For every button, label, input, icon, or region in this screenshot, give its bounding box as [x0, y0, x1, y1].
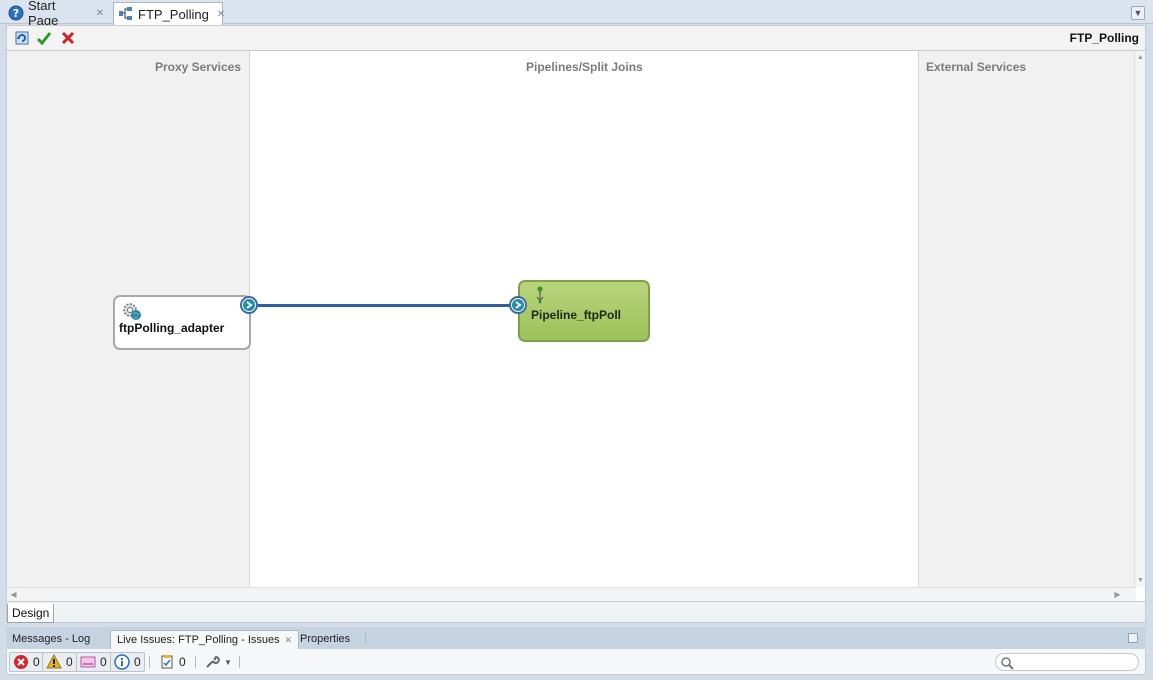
- info-filter-button[interactable]: 0: [110, 652, 145, 672]
- tab-label: Start Page: [28, 0, 59, 28]
- info-count: 0: [134, 655, 141, 669]
- composite-icon: [118, 6, 134, 22]
- editor-tab-strip: ? Start Page ✕ FTP_Polling ✕ ▼: [0, 0, 1153, 28]
- incomplete-filter-button[interactable]: 0: [76, 652, 111, 672]
- wire-connector[interactable]: [250, 304, 518, 307]
- issues-toolbar: 0 0 0 0 0 ▼: [6, 649, 1146, 675]
- scroll-right-icon[interactable]: ▶: [1114, 590, 1121, 599]
- pipeline-node-label: Pipeline_ftpPoll: [531, 308, 622, 322]
- help-icon: ?: [8, 5, 24, 21]
- composite-title: FTP_Polling: [1069, 31, 1139, 45]
- wrench-dropdown-button[interactable]: ▼: [200, 652, 236, 672]
- error-count: 0: [33, 655, 40, 669]
- close-icon[interactable]: ✕: [284, 635, 293, 645]
- dock-tab-strip: Messages - Log Live Issues: FTP_Polling …: [6, 627, 1146, 649]
- gear-globe-icon: [121, 301, 143, 321]
- scroll-down-icon[interactable]: ▼: [1137, 577, 1144, 584]
- toolbar-separator: [149, 656, 150, 668]
- tab-label: FTP_Polling: [138, 6, 209, 22]
- svg-text:?: ?: [13, 7, 19, 20]
- task-icon: [159, 654, 175, 670]
- refresh-icon[interactable]: [13, 29, 31, 47]
- tab-label: Properties: [300, 633, 351, 645]
- error-icon: [13, 654, 29, 670]
- external-services-lane: External Services: [918, 51, 1136, 587]
- info-icon: [114, 654, 130, 670]
- incomplete-icon: [80, 654, 96, 670]
- tab-properties[interactable]: Properties: [294, 630, 356, 649]
- toolbar-separator: [239, 656, 240, 668]
- tab-messages-log[interactable]: Messages - Log: [6, 630, 96, 649]
- lane-title-external: External Services: [926, 60, 1027, 74]
- tab-label: Messages - Log: [12, 633, 91, 645]
- editor-toolbar: FTP_Polling: [6, 25, 1146, 51]
- composite-canvas[interactable]: Proxy Services Pipelines/Split Joins Ext…: [6, 51, 1146, 601]
- validate-check-icon[interactable]: [35, 29, 53, 47]
- close-icon[interactable]: ✕: [216, 8, 226, 20]
- horizontal-scrollbar[interactable]: ◀ ▶: [7, 587, 1136, 601]
- wrench-icon: [204, 654, 220, 670]
- task-count: 0: [179, 655, 186, 669]
- lane-title-pipelines: Pipelines/Split Joins: [526, 60, 643, 74]
- pipeline-node[interactable]: Pipeline_ftpPoll: [518, 280, 650, 342]
- tab-design[interactable]: Design: [7, 604, 55, 623]
- chevron-down-icon[interactable]: ▼: [1131, 6, 1145, 20]
- editor-view-tabs: Design: [6, 601, 1146, 623]
- issues-search-input[interactable]: [995, 653, 1139, 671]
- tab-ftp-polling[interactable]: FTP_Polling ✕: [113, 2, 226, 25]
- error-filter-button[interactable]: 0: [9, 652, 44, 672]
- tab-label: Live Issues: FTP_Polling - Issues: [117, 634, 280, 646]
- pipeline-icon: [534, 286, 546, 304]
- incomplete-count: 0: [100, 655, 107, 669]
- tab-start-page[interactable]: ? Start Page ✕: [4, 0, 110, 28]
- delete-x-icon[interactable]: [59, 29, 77, 47]
- scroll-left-icon[interactable]: ◀: [10, 590, 17, 599]
- warning-filter-button[interactable]: 0: [42, 652, 77, 672]
- scroll-up-icon[interactable]: ▲: [1137, 54, 1144, 61]
- tab-live-issues[interactable]: Live Issues: FTP_Polling - Issues ✕: [110, 630, 300, 649]
- warning-icon: [46, 654, 62, 670]
- task-filter-button[interactable]: 0: [155, 652, 190, 672]
- proxy-service-node[interactable]: ftpPolling_adapter: [113, 295, 251, 350]
- proxy-node-label: ftpPolling_adapter: [119, 321, 225, 335]
- pipeline-input-port-icon[interactable]: [509, 296, 527, 314]
- vertical-scrollbar[interactable]: ▲ ▼: [1134, 51, 1145, 587]
- search-icon: [1000, 656, 1014, 670]
- minimize-icon[interactable]: [1128, 633, 1138, 643]
- warning-count: 0: [66, 655, 73, 669]
- toolbar-separator: [195, 656, 196, 668]
- close-icon[interactable]: ✕: [95, 7, 104, 19]
- tab-divider: [365, 632, 366, 644]
- chevron-down-icon: ▼: [224, 657, 232, 667]
- proxy-output-port-icon[interactable]: [240, 296, 258, 314]
- lane-title-proxy: Proxy Services: [154, 60, 241, 74]
